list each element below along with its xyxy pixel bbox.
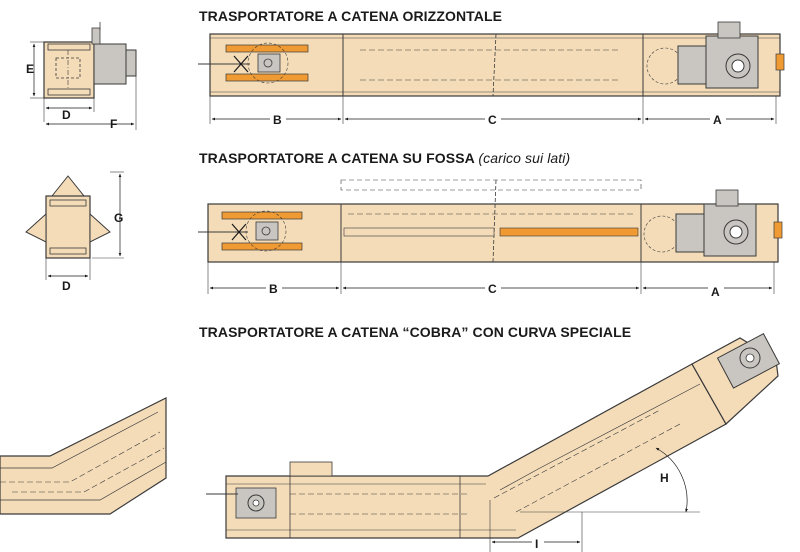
end-view-horizontal	[30, 22, 137, 130]
dimension-D-pit: D	[62, 279, 71, 293]
title-pit-main: TRASPORTATORE A CATENA SU FOSSA	[199, 150, 475, 166]
side-view-horizontal	[198, 21, 785, 124]
dimension-B-horizontal: B	[273, 113, 282, 127]
title-horizontal-conveyor: TRASPORTATORE A CATENA ORIZZONTALE	[199, 8, 503, 24]
dimension-A-horizontal: A	[713, 113, 722, 127]
dimension-A-pit: A	[711, 285, 720, 299]
title-pit-note: (carico sui lati)	[478, 150, 571, 166]
dimension-E: E	[26, 62, 34, 76]
title-cobra-conveyor: TRASPORTATORE A CATENA “COBRA” CON CURVA…	[199, 324, 632, 340]
dimension-I: I	[535, 537, 538, 551]
dimension-F: F	[110, 117, 117, 131]
title-pit-conveyor: TRASPORTATORE A CATENA SU FOSSA (carico …	[199, 150, 570, 166]
dimension-B-pit: B	[269, 282, 278, 296]
side-view-pit	[198, 179, 783, 294]
end-view-pit	[25, 171, 124, 280]
dimension-D-top: D	[62, 108, 71, 122]
dimension-C-pit: C	[488, 282, 497, 296]
side-view-cobra	[206, 332, 781, 552]
dimension-H: H	[660, 471, 669, 485]
dimension-G: G	[114, 211, 123, 225]
dimension-C-horizontal: C	[488, 113, 497, 127]
curve-detail-view	[0, 397, 167, 515]
